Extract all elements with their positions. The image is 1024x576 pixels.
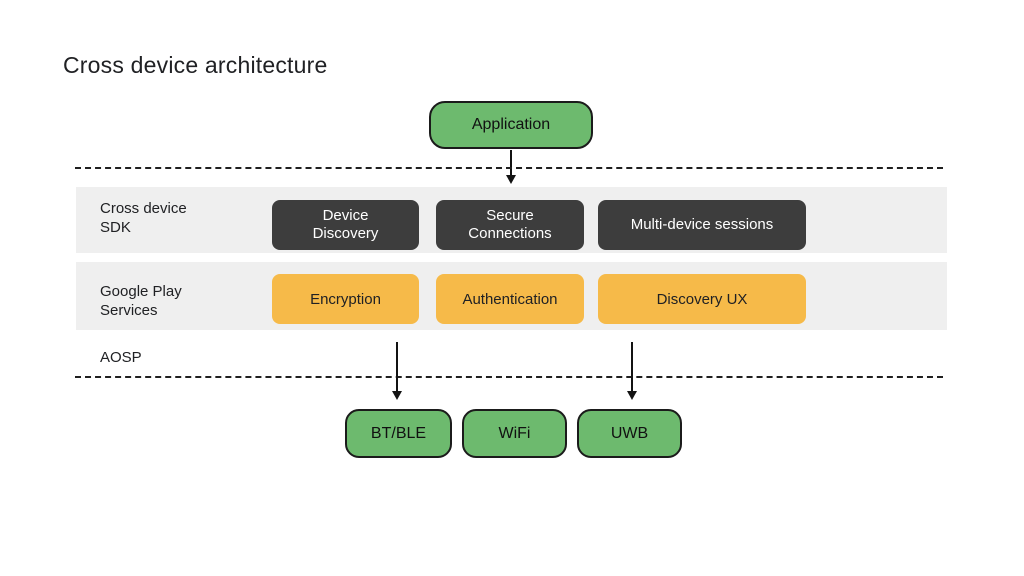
gps-box-label: Authentication <box>462 290 558 308</box>
gps-box-authentication: Authentication <box>436 274 584 324</box>
sdk-box-multi-device-sessions: Multi-device sessions <box>598 200 806 250</box>
dashed-divider-bottom <box>75 376 943 378</box>
layer-label-google-play-services: Google Play Services <box>100 283 182 319</box>
arrow-down-icon <box>506 150 516 184</box>
sdk-box-secure-connections: Secure Connections <box>436 200 584 250</box>
gps-box-discovery-ux: Discovery UX <box>598 274 806 324</box>
radio-box-uwb: UWB <box>577 409 682 458</box>
sdk-box-label: Device Discovery <box>312 207 379 242</box>
application-label: Application <box>471 116 551 133</box>
gps-box-label: Encryption <box>310 290 381 308</box>
layer-label-cross-device-sdk: Cross device SDK <box>100 200 187 236</box>
page-title: Cross device architecture <box>63 52 328 78</box>
radio-box-label: BT/BLE <box>370 424 427 442</box>
arrow-down-icon <box>627 342 637 400</box>
arrow-down-icon <box>392 342 402 400</box>
radio-box-bt-ble: BT/BLE <box>345 409 452 458</box>
gps-box-label: Discovery UX <box>656 290 748 308</box>
sdk-box-device-discovery: Device Discovery <box>272 200 419 250</box>
sdk-box-label: Multi-device sessions <box>630 216 774 233</box>
radio-box-label: WiFi <box>498 424 531 442</box>
layer-label-aosp: AOSP <box>100 349 142 366</box>
dashed-divider-top <box>75 167 943 169</box>
radio-box-wifi: WiFi <box>462 409 567 458</box>
application-box: Application <box>429 101 593 149</box>
gps-box-encryption: Encryption <box>272 274 419 324</box>
sdk-box-label: Secure Connections <box>468 207 552 242</box>
radio-box-label: UWB <box>610 424 649 442</box>
